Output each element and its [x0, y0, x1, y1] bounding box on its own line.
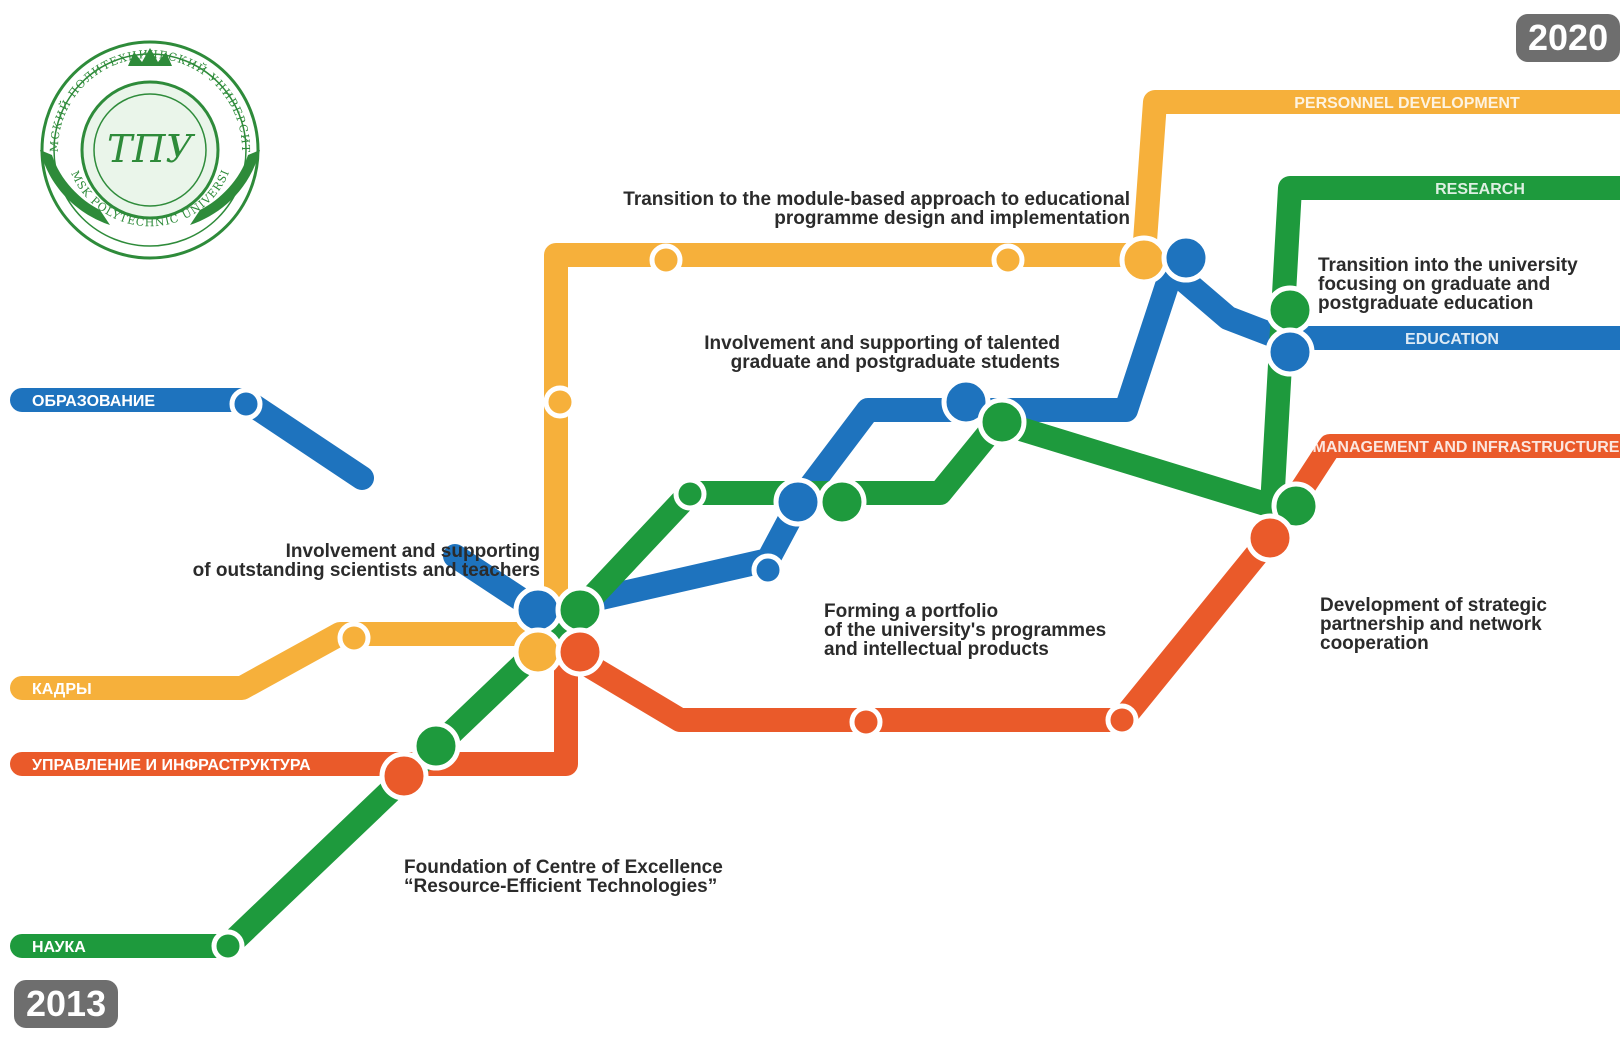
- annotation-graduate-line3: postgraduate education: [1318, 293, 1534, 314]
- interchange-centre-research[interactable]: [411, 721, 461, 771]
- label-education-ru: ОБРАЗОВАНИЕ: [32, 393, 155, 410]
- annotation-scientists: Involvement and supporting of outstandin…: [130, 542, 540, 580]
- interchange-module-education[interactable]: [1161, 233, 1211, 283]
- annotation-talented: Involvement and supporting of talented g…: [620, 334, 1060, 372]
- university-seal-logo: ТОМСКИЙ ПОЛИТЕХНИЧЕСКИЙ УНИВЕРСИТЕТ TOMS…: [0, 0, 260, 260]
- annotation-talented-line1: Involvement and supporting of talented: [704, 333, 1060, 354]
- laurel-left-icon: [40, 150, 110, 225]
- year-start-badge: 2013: [14, 980, 119, 1028]
- station-education-1[interactable]: [751, 553, 785, 587]
- label-management-ru: УПРАВЛЕНИЕ И ИНФРАСТРУКТУРА: [32, 757, 311, 774]
- label-personnel-ru: КАДРЫ: [32, 681, 92, 698]
- interchange-centre-management[interactable]: [379, 751, 429, 801]
- seal-monogram: ТПУ: [107, 127, 195, 171]
- annotation-centre-line1: Foundation of Centre of Excellence: [404, 857, 723, 878]
- annotation-scientists-line1: Involvement and supporting: [285, 541, 540, 562]
- annotation-partnership-line1: Development of strategic: [1320, 595, 1547, 616]
- line-management: [10, 434, 1620, 776]
- label-personnel-en: PERSONNEL DEVELOPMENT: [1294, 95, 1520, 112]
- annotation-portfolio: Forming a portfolio of the university's …: [824, 602, 1164, 659]
- annotation-module-line2: programme design and implementation: [774, 208, 1130, 229]
- station-personnel-2[interactable]: [543, 385, 577, 419]
- annotation-graduate-line2: focusing on graduate and: [1318, 274, 1551, 295]
- interchange-hub-management[interactable]: [555, 627, 605, 677]
- year-end-badge: 2020: [1516, 14, 1620, 62]
- interchange-graduate-education[interactable]: [1265, 327, 1315, 377]
- annotation-partnership: Development of strategic partnership and…: [1320, 596, 1610, 653]
- label-management-en: MANAGEMENT AND INFRASTRUCTURE: [1313, 439, 1620, 456]
- annotation-partnership-line2: partnership and network: [1320, 614, 1542, 635]
- interchange-portfolio-education[interactable]: [773, 477, 823, 527]
- station-research-start[interactable]: [211, 929, 245, 963]
- annotation-partnership-line3: cooperation: [1320, 633, 1429, 654]
- annotation-portfolio-line2: of the university's programmes: [824, 620, 1107, 641]
- annotation-scientists-line2: of outstanding scientists and teachers: [192, 560, 540, 581]
- laurel-right-icon: [190, 150, 260, 225]
- label-research-en: RESEARCH: [1435, 181, 1525, 198]
- line-education: [10, 388, 374, 490]
- station-education-start[interactable]: [229, 387, 263, 421]
- station-personnel-1[interactable]: [337, 621, 371, 655]
- station-management-1[interactable]: [849, 705, 883, 739]
- interchange-graduate-research[interactable]: [1265, 285, 1315, 335]
- interchange-hub-personnel[interactable]: [513, 627, 563, 677]
- annotation-module: Transition to the module-based approach …: [520, 190, 1130, 228]
- station-personnel-3[interactable]: [649, 243, 683, 277]
- annotation-talented-line2: graduate and postgraduate students: [730, 352, 1060, 373]
- interchange-partnership-management[interactable]: [1245, 513, 1295, 563]
- annotation-centre: Foundation of Centre of Excellence “Reso…: [404, 858, 824, 896]
- stations: [211, 233, 1321, 963]
- annotation-portfolio-line3: and intellectual products: [824, 639, 1049, 660]
- interchange-module-personnel[interactable]: [1119, 235, 1169, 285]
- label-research-ru: НАУКА: [32, 939, 86, 956]
- annotation-graduate: Transition into the university focusing …: [1318, 256, 1618, 313]
- annotation-module-line1: Transition to the module-based approach …: [623, 189, 1130, 210]
- interchange-hub-education[interactable]: [513, 585, 563, 635]
- interchange-portfolio-research[interactable]: [817, 477, 867, 527]
- annotation-graduate-line1: Transition into the university: [1318, 255, 1578, 276]
- interchange-partnership-research[interactable]: [1271, 481, 1321, 531]
- station-management-2[interactable]: [1105, 703, 1139, 737]
- label-education-en: EDUCATION: [1405, 331, 1499, 348]
- annotation-portfolio-line1: Forming a portfolio: [824, 601, 999, 622]
- crown-icon: [128, 48, 172, 66]
- station-personnel-4[interactable]: [991, 243, 1025, 277]
- interchange-talented-research[interactable]: [977, 397, 1027, 447]
- station-research-1[interactable]: [673, 477, 707, 511]
- annotation-centre-line2: “Resource-Efficient Technologies”: [404, 876, 718, 897]
- interchange-hub-research[interactable]: [555, 585, 605, 635]
